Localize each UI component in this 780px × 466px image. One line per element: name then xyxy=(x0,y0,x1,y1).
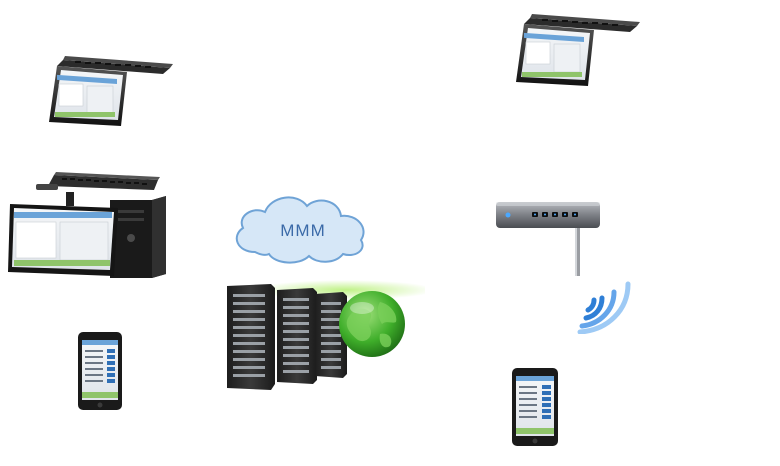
smartphone-icon xyxy=(512,368,558,446)
desktop-computer-icon xyxy=(8,172,166,278)
smartphone-icon xyxy=(78,332,122,410)
laptop-icon xyxy=(516,14,640,86)
wifi-signal-icon xyxy=(577,281,631,334)
laptop-icon xyxy=(49,56,173,126)
globe-icon xyxy=(339,291,405,357)
wifi-router-icon xyxy=(496,202,600,276)
cloud-icon: MMM xyxy=(235,196,365,264)
cloud-label: MMM xyxy=(280,221,325,240)
